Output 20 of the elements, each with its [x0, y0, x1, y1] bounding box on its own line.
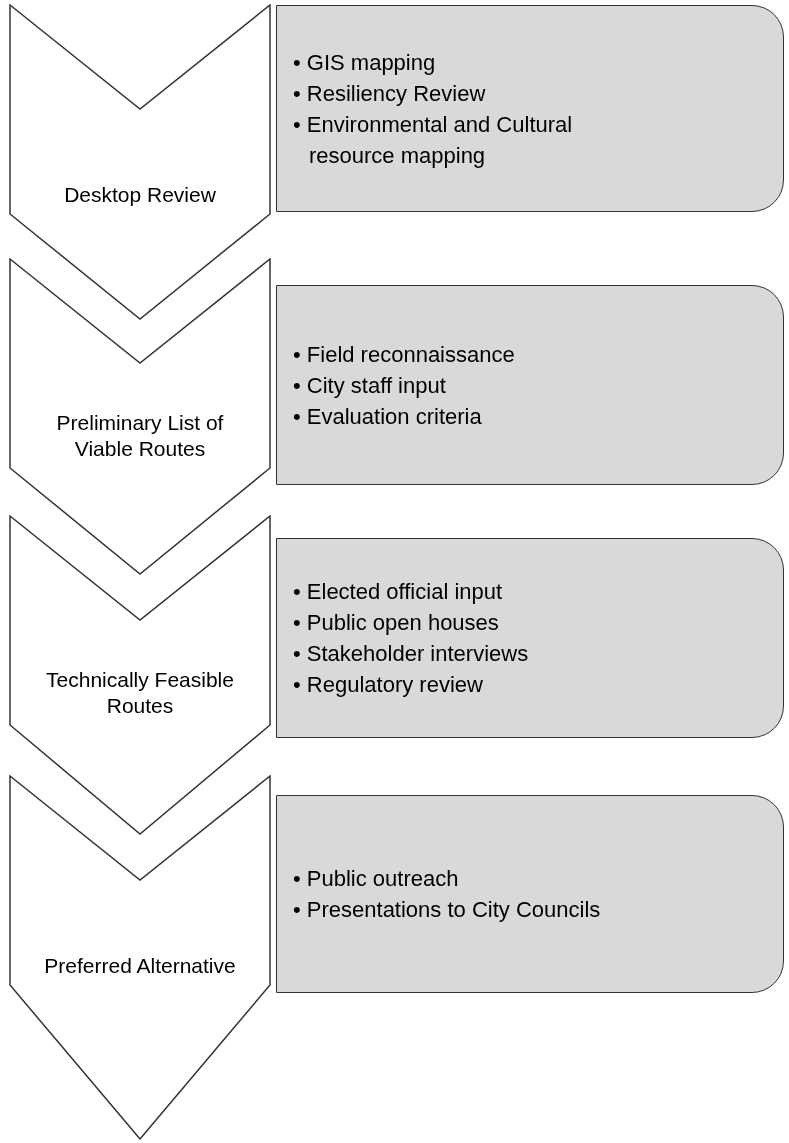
- bullet-item: • City staff input: [293, 371, 447, 400]
- bullet-item: • Public open houses: [293, 609, 500, 637]
- bullet-item: • GIS mapping: [293, 48, 437, 77]
- bullet-item: • Resiliency Review: [293, 79, 487, 108]
- step-label: Desktop Review: [64, 182, 216, 208]
- bullet-item: • Stakeholder interviews: [293, 640, 530, 668]
- step-label: Technically Feasible Routes: [45, 667, 235, 719]
- bullet-item: • Public outreach: [293, 865, 460, 893]
- step-label: Preferred Alternative: [44, 953, 236, 979]
- bullet-item: • Presentations to City Councils: [293, 896, 602, 924]
- info-box: [276, 5, 784, 212]
- info-box: [276, 538, 784, 738]
- bullet-item: • Regulatory review: [293, 671, 484, 699]
- bullet-item: • Field reconnaissance: [293, 340, 516, 369]
- step-label: Preliminary List of Viable Routes: [55, 410, 225, 462]
- bullet-item: • Environmental and Cultural resource mapping: [293, 110, 574, 170]
- info-box: [276, 795, 784, 993]
- bullet-item: • Evaluation criteria: [293, 402, 483, 431]
- bullet-item: • Elected official input: [293, 578, 504, 606]
- info-box: [276, 285, 784, 485]
